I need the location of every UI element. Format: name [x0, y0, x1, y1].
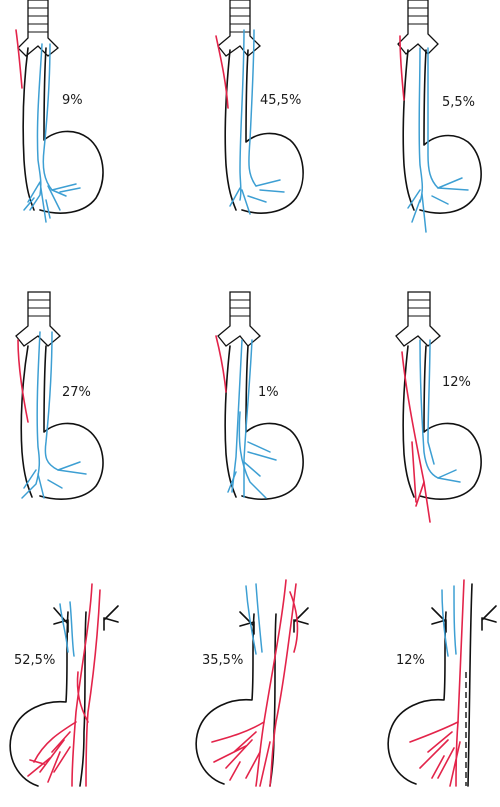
left-vagus-nerve: [23, 43, 81, 223]
left-vagus-nerve: [229, 29, 285, 215]
right-vagus-nerve: [211, 579, 299, 787]
esophagus-stomach-outline: [402, 49, 482, 214]
percentage-label: 5,5%: [442, 95, 475, 110]
left-vagus-nerve: [21, 331, 87, 499]
left-vagus-nerve: [441, 585, 457, 657]
trachea: [397, 0, 439, 55]
panel-3: 5,5%: [397, 0, 482, 233]
percentage-label: 45,5%: [260, 93, 301, 108]
esophagus-stomach-outline: [22, 47, 104, 214]
percentage-label: 9%: [62, 93, 83, 108]
percentage-label: 52,5%: [14, 653, 55, 668]
right-vagus-nerve: [215, 335, 227, 393]
percentage-label: 1%: [258, 385, 279, 400]
diaphragm-crura: [431, 605, 497, 633]
right-vagus-nerve: [401, 351, 431, 523]
right-vagus-nerve: [399, 35, 405, 101]
esophagus-stomach-outline: [387, 583, 473, 787]
panel-5: 1%: [215, 291, 304, 500]
panel-1: 9%: [15, 0, 104, 223]
panel-4: 27%: [15, 291, 104, 500]
percentage-label: 12%: [396, 653, 425, 668]
trachea: [17, 0, 59, 57]
percentage-label: 35,5%: [202, 653, 243, 668]
esophagus-stomach-outline: [224, 345, 304, 500]
esophagus-stomach-outline: [195, 613, 277, 787]
left-vagus-nerve: [419, 339, 461, 483]
panel-6: 12%: [395, 291, 482, 523]
panel-7: 52,5%: [9, 583, 119, 787]
trachea: [217, 291, 261, 347]
panel-2: 45,5%: [215, 0, 304, 215]
right-vagus-nerve: [17, 339, 29, 423]
right-vagus-nerve: [15, 29, 23, 89]
left-vagus-nerve: [407, 47, 469, 233]
left-vagus-nerve: [59, 601, 75, 657]
percentage-label: 12%: [442, 375, 471, 390]
trachea: [395, 291, 441, 347]
percentage-label: 27%: [62, 385, 91, 400]
left-vagus-nerve: [245, 583, 263, 655]
panel-8: 35,5%: [195, 579, 309, 787]
right-vagus-nerve: [27, 583, 101, 787]
panel-9: 12%: [387, 579, 497, 787]
esophagus-stomach-outline: [224, 49, 304, 214]
left-vagus-nerve: [227, 339, 277, 499]
trachea: [15, 291, 61, 347]
right-vagus-nerve: [409, 579, 467, 787]
right-vagus-nerve: [215, 35, 229, 109]
esophagus-stomach-outline: [20, 345, 104, 500]
